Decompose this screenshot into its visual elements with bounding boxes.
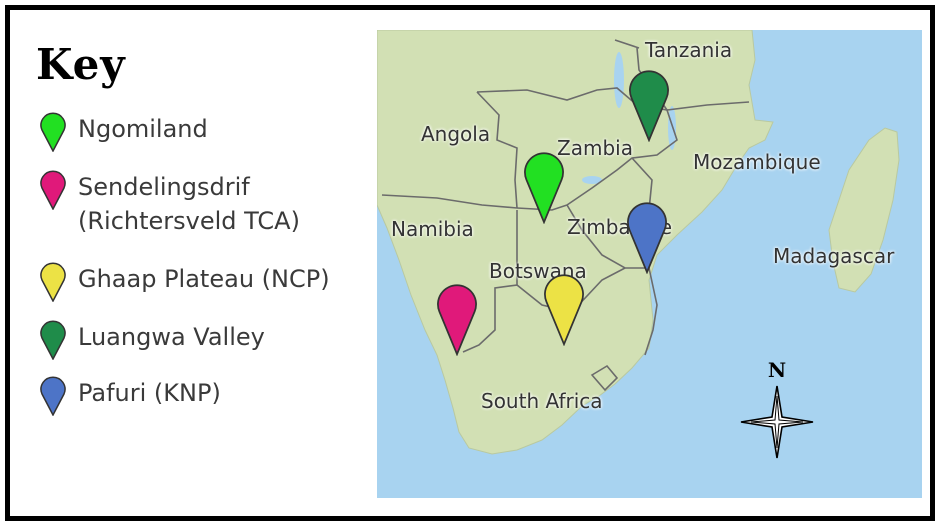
- legend-label-line: (Richtersveld TCA): [78, 207, 300, 235]
- legend-label-luangwa-valley: Luangwa Valley: [78, 323, 265, 351]
- legend-pin-shape: [40, 112, 66, 152]
- legend-item-sendelingsdrif: Sendelingsdrif (Richtersveld TCA): [38, 170, 300, 238]
- compass-star-shape: [740, 385, 814, 459]
- lake-kariba: [582, 176, 602, 184]
- ghaap-plateau-map-pin-icon: [544, 274, 584, 346]
- luangwa-valley-map-pin-icon: [629, 70, 669, 142]
- map-label-south-africa: South Africa: [481, 389, 603, 413]
- border-mozambique-south-africa: [644, 267, 658, 356]
- map-pin-shape: [544, 274, 584, 346]
- compass-star-icon: [740, 385, 814, 459]
- lesotho: [590, 364, 619, 392]
- legend-item-pafuri: Pafuri (KNP): [38, 376, 221, 416]
- sendelingsdrif-map-pin-icon: [437, 284, 477, 356]
- southern-africa-map: Tanzania Angola Zambia Mozambique Namibi…: [377, 30, 922, 498]
- legend-label-sendelingsdrif: Sendelingsdrif (Richtersveld TCA): [78, 170, 300, 238]
- map-label-angola: Angola: [421, 122, 491, 146]
- dark-green-map-pin-icon: [40, 320, 66, 360]
- map-label-mozambique: Mozambique: [693, 150, 821, 174]
- map-label-madagascar: Madagascar: [773, 244, 895, 268]
- legend-pin-shape: [40, 170, 66, 210]
- green-map-pin-icon: [40, 112, 66, 152]
- legend-label-ghaap-plateau: Ghaap Plateau (NCP): [78, 265, 330, 293]
- border-botswana-zimbabwe: [566, 204, 649, 269]
- legend-pin-shape: [40, 376, 66, 416]
- map-pin-shape: [437, 284, 477, 356]
- legend-item-ghaap-plateau: Ghaap Plateau (NCP): [38, 262, 330, 302]
- map-label-zambia: Zambia: [557, 136, 633, 160]
- compass-north-label: N: [767, 358, 787, 382]
- legend-title: Key: [36, 40, 126, 89]
- legend-item-luangwa-valley: Luangwa Valley: [38, 320, 265, 360]
- legend-item-ngomiland: Ngomiland: [38, 112, 208, 152]
- yellow-map-pin-icon: [40, 262, 66, 302]
- border-angola-zambia: [476, 91, 518, 209]
- pafuri-map-pin-icon: [627, 202, 667, 274]
- map-pin-shape: [627, 202, 667, 274]
- magenta-map-pin-icon: [40, 170, 66, 210]
- map-pin-shape: [629, 70, 669, 142]
- border-caprivi: [516, 204, 568, 211]
- border-tanzania-west: [614, 39, 640, 49]
- legend-label-pafuri: Pafuri (KNP): [78, 379, 221, 407]
- border-angola-namibia: [381, 194, 518, 209]
- legend-label-ngomiland: Ngomiland: [78, 115, 208, 143]
- madagascar-island: [828, 127, 900, 293]
- legend-pin-shape: [40, 320, 66, 360]
- map-pin-shape: [524, 152, 564, 224]
- legend-pin-shape: [40, 262, 66, 302]
- compass-star-inner: [750, 395, 804, 449]
- lake-tanganyika: [614, 52, 624, 108]
- map-label-tanzania: Tanzania: [645, 38, 733, 62]
- ngomiland-map-pin-icon: [524, 152, 564, 224]
- legend-label-line: Sendelingsdrif: [78, 173, 250, 201]
- border-tanzania-south: [636, 47, 750, 111]
- border-namibia-botswana: [462, 210, 518, 353]
- compass-rose: N: [737, 358, 817, 467]
- blue-map-pin-icon: [40, 376, 66, 416]
- map-label-namibia: Namibia: [391, 217, 474, 241]
